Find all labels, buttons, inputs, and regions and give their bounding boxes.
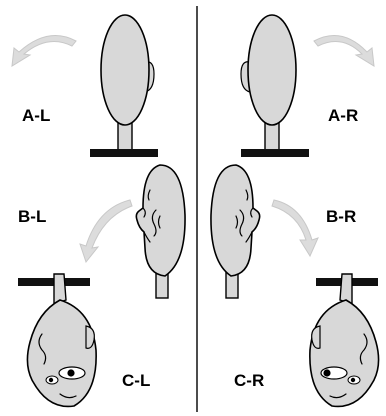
label-b-left: B-L [18,207,46,226]
head-b-left [136,165,185,298]
head-a-right [241,15,296,154]
label-a-left: A-L [22,106,50,125]
label-c-left: C-L [122,371,150,390]
head-a-left [101,15,154,154]
head-c-right [310,274,379,406]
rotation-arrow-b-left [80,200,132,262]
bar-a-right [241,149,309,157]
head-b-right [211,165,260,298]
rotation-arrow-a-right [314,36,374,66]
rotation-arrow-a-left [12,36,76,66]
head-c-left [27,274,96,406]
label-a-right: A-R [328,106,358,125]
label-b-right: B-R [326,207,356,226]
bar-a-left [90,149,158,157]
label-c-right: C-R [234,371,264,390]
rotation-arrow-b-right [272,200,318,256]
